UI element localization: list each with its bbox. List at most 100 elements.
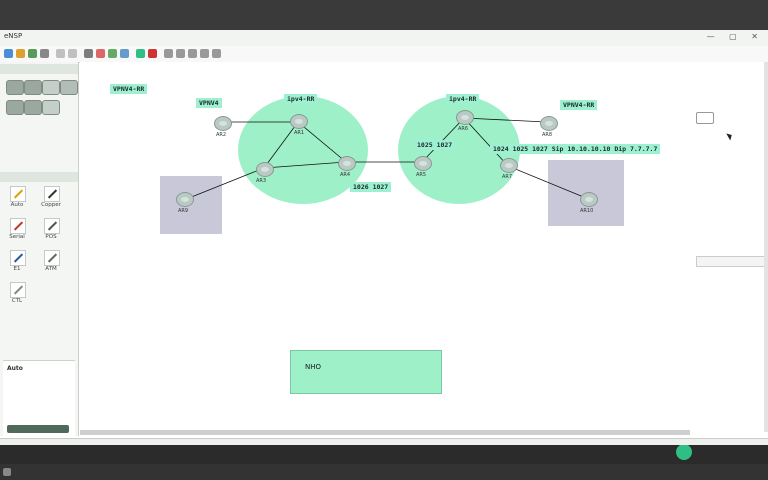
sidebar: Auto Copper Serial POS E1 ATM CTL Auto bbox=[0, 62, 79, 437]
router-ar6[interactable] bbox=[456, 110, 474, 125]
firewall-category-icon[interactable] bbox=[60, 80, 78, 95]
router-ar1-label: AR1 bbox=[294, 130, 305, 136]
capture-icon[interactable] bbox=[164, 49, 173, 58]
desktop-top-area bbox=[0, 0, 768, 30]
ensp-window: eNSP — ▢ ✕ Auto Copper bbox=[0, 30, 768, 460]
copper-link-icon bbox=[47, 189, 58, 199]
auto-link-icon bbox=[13, 189, 24, 199]
info-title: Auto bbox=[7, 365, 23, 372]
label-1026-1027: 1026 1027 bbox=[350, 182, 392, 192]
redo-icon[interactable] bbox=[68, 49, 77, 58]
undo-icon[interactable] bbox=[56, 49, 65, 58]
window-controls[interactable]: — ▢ ✕ bbox=[706, 32, 764, 41]
link-e1-tool[interactable] bbox=[10, 250, 26, 266]
ime-toolbar[interactable] bbox=[696, 256, 768, 267]
serial-link-icon bbox=[13, 221, 24, 231]
links-layer bbox=[183, 117, 587, 201]
router-ar6-label: AR6 bbox=[458, 126, 469, 132]
router-ar8-label: AR8 bbox=[542, 132, 553, 138]
router-ar2-label: AR2 bbox=[216, 132, 227, 138]
link-serial-tool[interactable] bbox=[10, 218, 26, 234]
atm-link-icon bbox=[47, 253, 58, 263]
cloud-category-icon[interactable] bbox=[24, 100, 42, 115]
open-icon[interactable] bbox=[16, 49, 25, 58]
select-icon[interactable] bbox=[84, 49, 93, 58]
delete-icon[interactable] bbox=[96, 49, 105, 58]
label-ipv4-rr-right: ipv4-RR bbox=[446, 94, 480, 104]
rect-icon[interactable] bbox=[120, 49, 129, 58]
router-ar3-label: AR3 bbox=[256, 178, 267, 184]
link-ctl-label: CTL bbox=[11, 298, 23, 304]
vertical-scrollbar[interactable] bbox=[764, 62, 768, 432]
save-icon[interactable] bbox=[28, 49, 37, 58]
router-ar5[interactable] bbox=[414, 156, 432, 171]
pos-link-icon bbox=[47, 221, 58, 231]
horizontal-scrollbar[interactable] bbox=[80, 430, 690, 435]
link-copper-tool[interactable] bbox=[44, 186, 60, 202]
topology-icon[interactable] bbox=[176, 49, 185, 58]
link-rr-asbr-left[interactable] bbox=[297, 121, 347, 163]
label-vpnv4-rr-left: VPNV4-RR bbox=[110, 84, 148, 94]
router-category-icon[interactable] bbox=[6, 80, 24, 95]
link-p1-asbr-left[interactable] bbox=[263, 161, 347, 169]
settings-icon[interactable] bbox=[200, 49, 209, 58]
taskbar-app-icon[interactable] bbox=[3, 468, 11, 476]
router-ar4[interactable] bbox=[338, 156, 356, 171]
device-info-box: Auto bbox=[3, 360, 75, 437]
text-icon[interactable] bbox=[108, 49, 117, 58]
router-ar9[interactable] bbox=[176, 192, 194, 207]
label-1025-1027: 1025 1027 bbox=[414, 140, 456, 150]
link-atm-tool[interactable] bbox=[44, 250, 60, 266]
info-progress-bar bbox=[7, 425, 69, 433]
status-bar bbox=[0, 438, 768, 445]
router-ar8[interactable] bbox=[540, 116, 558, 131]
link-p1-ce-left[interactable] bbox=[183, 167, 265, 201]
router-ar10[interactable] bbox=[580, 192, 598, 207]
canvas-corner-button[interactable] bbox=[696, 112, 714, 124]
annotation-note[interactable]: NHO bbox=[290, 350, 442, 394]
link-ctl-tool[interactable] bbox=[10, 282, 26, 298]
new-icon[interactable] bbox=[4, 49, 13, 58]
link-rr-p1[interactable] bbox=[263, 121, 299, 169]
label-ipv4-rr-left: ipv4-RR bbox=[284, 94, 318, 104]
link-atm-label: ATM bbox=[45, 266, 57, 272]
router-ar7[interactable] bbox=[500, 158, 518, 173]
link-pos-tool[interactable] bbox=[44, 218, 60, 234]
other-category-icon[interactable] bbox=[42, 100, 60, 115]
link-serial-label: Serial bbox=[9, 234, 25, 240]
note-line-2: NHO bbox=[305, 363, 322, 371]
help-icon[interactable] bbox=[212, 49, 221, 58]
link-rr-vpnv4-right[interactable] bbox=[463, 117, 547, 123]
floating-assistant-icon[interactable] bbox=[676, 444, 692, 460]
router-ar3[interactable] bbox=[256, 162, 274, 177]
link-e1-label: E1 bbox=[13, 266, 21, 272]
window-title: eNSP bbox=[4, 32, 23, 40]
devices-panel-title bbox=[0, 64, 78, 74]
print-icon[interactable] bbox=[40, 49, 49, 58]
label-sip-dip: 1024 1025 1027 Sip 10.10.10.10 Dip 7.7.7… bbox=[490, 144, 661, 154]
link-rr-pe-right[interactable] bbox=[463, 117, 509, 167]
router-ar1[interactable] bbox=[290, 114, 308, 129]
start-icon[interactable] bbox=[136, 49, 145, 58]
router-ar7-label: AR7 bbox=[502, 174, 513, 180]
toolbar bbox=[0, 46, 768, 63]
taskbar bbox=[0, 464, 768, 480]
link-auto-tool[interactable] bbox=[10, 186, 26, 202]
title-bar: eNSP — ▢ ✕ bbox=[0, 30, 768, 47]
link-pe-ce-right[interactable] bbox=[507, 165, 587, 199]
router-ar9-label: AR9 bbox=[178, 208, 189, 214]
stop-icon[interactable] bbox=[148, 49, 157, 58]
router-ar2[interactable] bbox=[214, 116, 232, 131]
router-ar5-label: AR5 bbox=[416, 172, 427, 178]
switch-category-icon[interactable] bbox=[24, 80, 42, 95]
router-ar4-label: AR4 bbox=[340, 172, 351, 178]
ctl-link-icon bbox=[13, 285, 24, 295]
link-pos-label: POS bbox=[45, 234, 57, 240]
label-vpnv4-left: VPNV4 bbox=[196, 98, 222, 108]
zoom-icon[interactable] bbox=[188, 49, 197, 58]
link-auto-label: Auto bbox=[10, 202, 24, 208]
router-ar10-label: AR10 bbox=[580, 208, 594, 214]
topology-canvas[interactable]: AR2 AR1 AR3 AR4 AR5 AR6 AR7 AR8 AR9 AR10… bbox=[80, 62, 768, 460]
pc-category-icon[interactable] bbox=[6, 100, 24, 115]
wlan-category-icon[interactable] bbox=[42, 80, 60, 95]
